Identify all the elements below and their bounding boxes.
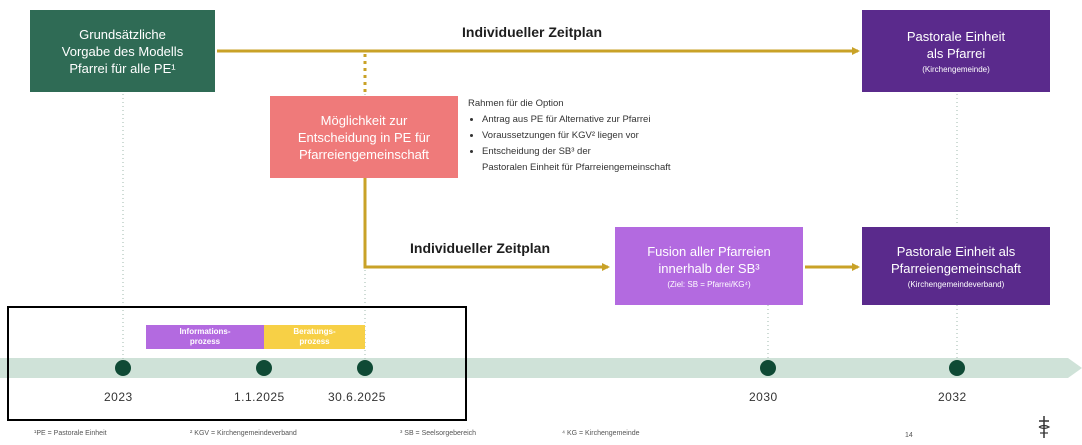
- dot-2023: [115, 360, 131, 376]
- date-2032: 2032: [938, 390, 967, 404]
- highlight-frame: [7, 306, 467, 421]
- community-box: Pastorale Einheit als Pfarreiengemeinsch…: [862, 227, 1050, 305]
- footnote-kg: ⁴ KG = Kirchengemeinde: [562, 430, 640, 437]
- option-box: Möglichkeit zur Entscheidung in PE für P…: [270, 96, 458, 178]
- page-number: 14: [905, 432, 913, 439]
- middle-schedule-arrow: [363, 178, 610, 271]
- consult-process-tag: Beratungs- prozess: [264, 325, 365, 349]
- dot-2025-jan: [256, 360, 272, 376]
- dot-2032: [949, 360, 965, 376]
- date-2025-jun: 30.6.2025: [328, 390, 386, 404]
- diocese-logo-icon: [1038, 416, 1051, 438]
- info-process-tag: Informations- prozess: [146, 325, 264, 349]
- date-2030: 2030: [749, 390, 778, 404]
- footnote-pe: ¹PE = Pastorale Einheit: [34, 430, 107, 437]
- footnote-sb: ³ SB = Seelsorgebereich: [400, 430, 477, 437]
- option-title: Möglichkeit zur Entscheidung in PE für P…: [297, 112, 431, 162]
- middle-schedule-label: Individueller Zeitplan: [410, 240, 551, 256]
- parish-box: Pastorale Einheit als Pfarrei (Kirchenge…: [862, 10, 1050, 92]
- parish-title: Pastorale Einheit als Pfarrei: [906, 28, 1006, 61]
- option-framework: Rahmen für die Option Antrag aus PE für …: [468, 96, 798, 176]
- fusion-title: Fusion aller Pfarreien innerhalb der SB³: [647, 243, 771, 276]
- dot-2030: [760, 360, 776, 376]
- framework-item: Voraussetzungen für KGV² liegen vor: [482, 128, 798, 144]
- timeline-bar: [0, 358, 1082, 378]
- fusion-subtitle: (Ziel: SB = Pfarrei/KG⁴): [667, 279, 751, 289]
- default-model-title: Grundsätzliche Vorgabe des Modells Pfarr…: [61, 26, 184, 76]
- community-subtitle: (Kirchengemeindeverband): [907, 279, 1005, 289]
- parish-subtitle: (Kirchengemeinde): [922, 64, 990, 74]
- top-schedule-label: Individueller Zeitplan: [462, 24, 603, 40]
- framework-item: Entscheidung der SB³ der Pastoralen Einh…: [482, 144, 798, 176]
- default-model-box: Grundsätzliche Vorgabe des Modells Pfarr…: [30, 10, 215, 92]
- fusion-box: Fusion aller Pfarreien innerhalb der SB³…: [615, 227, 803, 305]
- dot-2025-jun: [357, 360, 373, 376]
- footnote-kgv: ² KGV = Kirchengemeindeverband: [190, 430, 297, 437]
- framework-item: Antrag aus PE für Alternative zur Pfarre…: [482, 112, 798, 128]
- community-title: Pastorale Einheit als Pfarreiengemeinsch…: [890, 243, 1022, 276]
- date-2023: 2023: [104, 390, 133, 404]
- framework-heading: Rahmen für die Option: [468, 98, 564, 109]
- date-2025-jan: 1.1.2025: [234, 390, 285, 404]
- framework-list: Antrag aus PE für Alternative zur Pfarre…: [468, 112, 798, 176]
